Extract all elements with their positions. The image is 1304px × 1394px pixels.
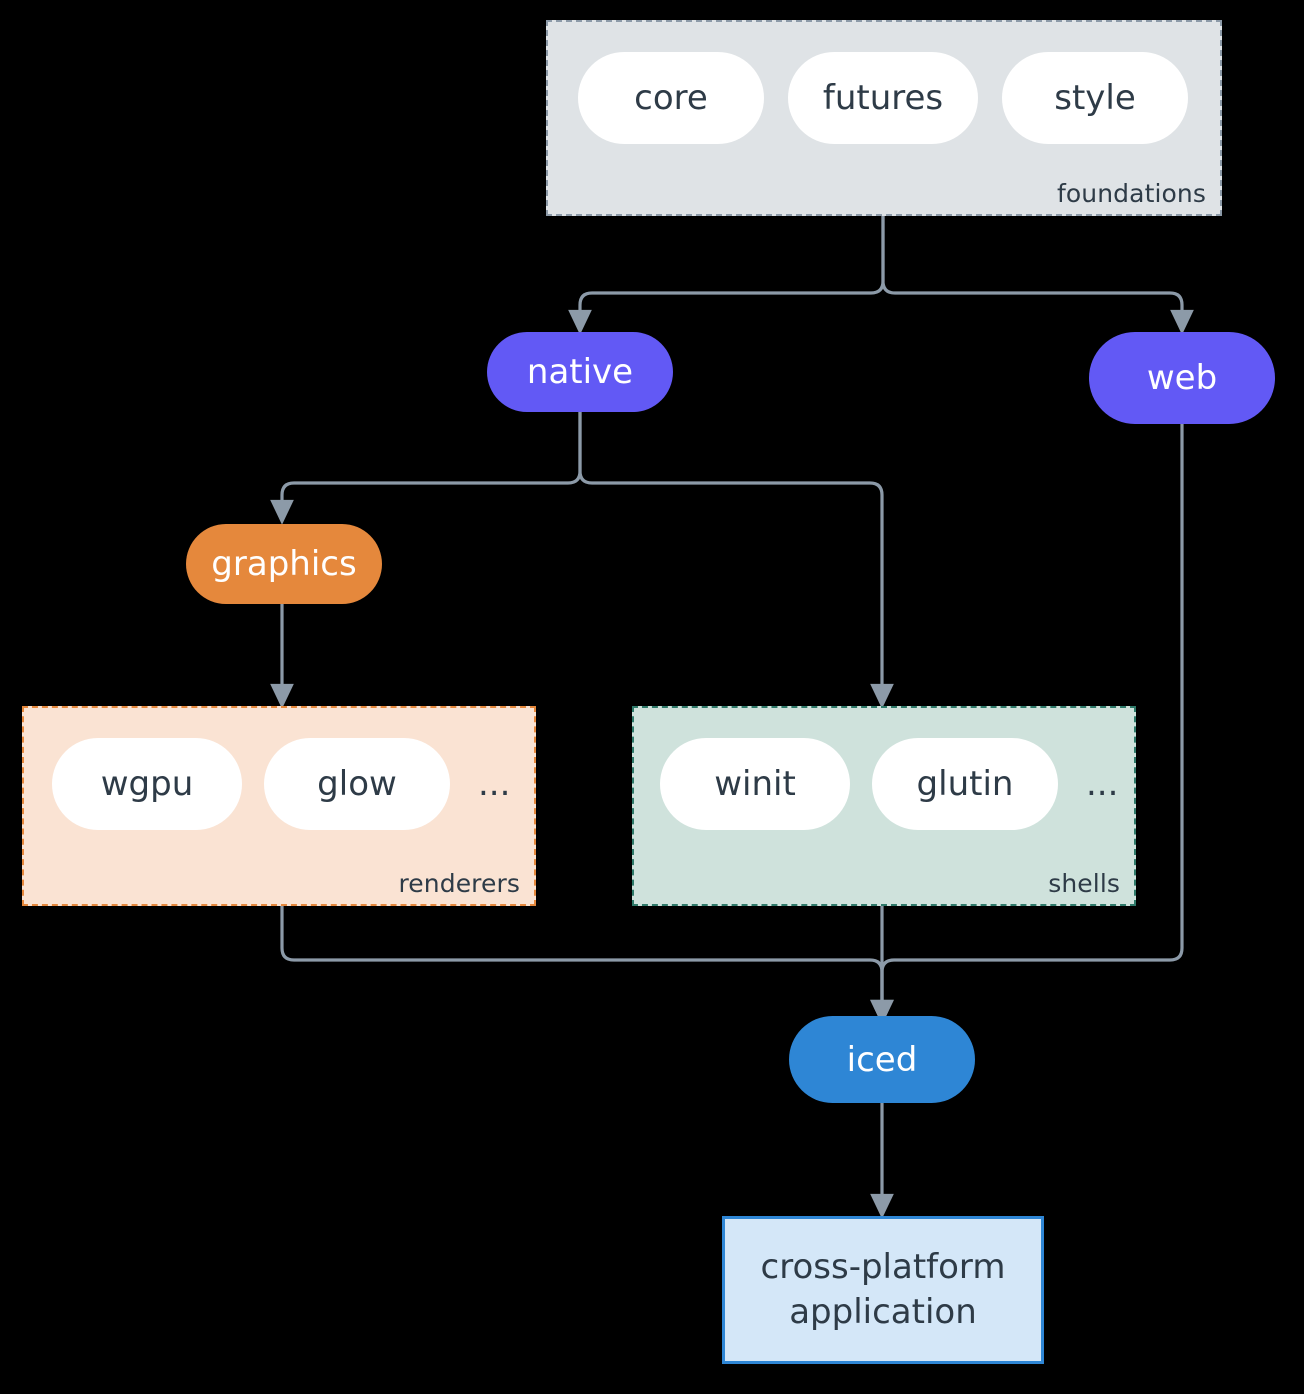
edge-foundations-web <box>881 216 1194 335</box>
chip-winit[interactable]: winit <box>660 738 850 830</box>
application-line-1: cross-platform <box>760 1247 1006 1288</box>
chip-glow[interactable]: glow <box>264 738 450 830</box>
chip-glow-label: glow <box>317 764 397 804</box>
chip-wgpu[interactable]: wgpu <box>52 738 242 830</box>
edge-native-shells <box>578 412 894 709</box>
renderers-ellipsis: ... <box>478 764 511 804</box>
chip-core[interactable]: core <box>578 52 764 144</box>
chip-style-label: style <box>1054 78 1136 118</box>
group-renderers: wgpu glow ... renderers <box>22 706 536 906</box>
chip-futures-label: futures <box>822 78 944 118</box>
chip-futures[interactable]: futures <box>788 52 978 144</box>
node-iced[interactable]: iced <box>789 1016 975 1103</box>
application-line-2: application <box>789 1292 977 1332</box>
node-native-label: native <box>526 352 634 392</box>
chip-wgpu-label: wgpu <box>100 764 194 804</box>
node-web[interactable]: web <box>1089 332 1275 424</box>
edge-native-graphics <box>270 412 582 525</box>
node-graphics[interactable]: graphics <box>186 524 382 604</box>
node-iced-label: iced <box>846 1039 918 1080</box>
chip-glutin-label: glutin <box>916 764 1014 804</box>
group-label-renderers: renderers <box>398 869 520 898</box>
chip-glutin[interactable]: glutin <box>872 738 1058 830</box>
chip-style[interactable]: style <box>1002 52 1188 144</box>
group-label-foundations: foundations <box>1057 179 1206 208</box>
chip-core-label: core <box>634 78 708 118</box>
node-web-label: web <box>1146 358 1218 398</box>
group-label-shells: shells <box>1048 869 1120 898</box>
renderers-items: wgpu glow ... <box>52 738 516 830</box>
edge-foundations-native <box>568 216 885 335</box>
shells-items: winit glutin ... <box>660 738 1124 830</box>
chip-winit-label: winit <box>714 764 796 804</box>
shells-ellipsis: ... <box>1086 764 1119 804</box>
node-cross-platform-application[interactable]: cross-platform application <box>722 1216 1044 1364</box>
edge-renderers-iced <box>280 906 894 1025</box>
group-shells: winit glutin ... shells <box>632 706 1136 906</box>
group-foundations: core futures style foundations <box>546 20 1222 216</box>
node-graphics-label: graphics <box>211 544 357 584</box>
node-native[interactable]: native <box>487 332 673 412</box>
foundations-items: core futures style <box>578 52 1188 144</box>
